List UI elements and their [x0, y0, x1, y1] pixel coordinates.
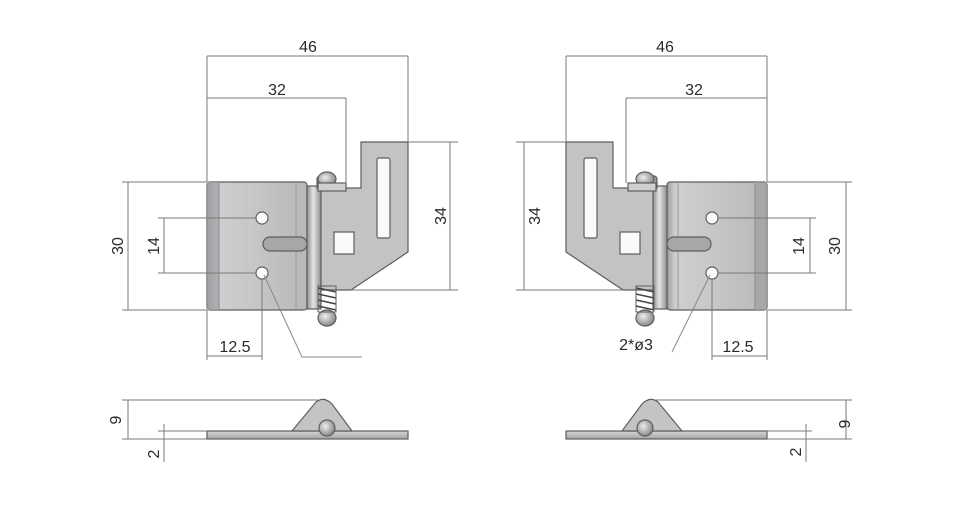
- right-mounting-tab: [565, 141, 655, 291]
- left-dim-34: 34: [433, 207, 450, 225]
- right-dim-30: 30: [827, 237, 844, 255]
- right-side-dim-9: 9: [837, 419, 854, 428]
- left-pin-head-bottom: [317, 309, 337, 327]
- left-square-window: [333, 231, 355, 255]
- left-spring: [317, 287, 337, 311]
- left-dim-14: 14: [146, 237, 163, 255]
- right-side-view: 9 2: [565, 398, 854, 462]
- left-side-flat-plate: [206, 430, 409, 440]
- left-side-pin: [318, 419, 336, 437]
- left-dim-12-5: 12.5: [219, 339, 250, 356]
- right-side-dim-2: 2: [788, 447, 805, 456]
- right-dim-34: 34: [527, 207, 544, 225]
- right-plate-fold: [755, 182, 767, 310]
- left-lever: [262, 236, 308, 252]
- left-side-dim-9: 9: [108, 415, 125, 424]
- left-knuckle: [306, 185, 322, 310]
- right-side-raised-knuckle: [620, 398, 684, 432]
- right-hole-callout: 2*ø3: [619, 337, 653, 354]
- right-dim-32: 32: [685, 82, 703, 99]
- right-lever: [666, 236, 712, 252]
- right-side-dimension-lines: [656, 399, 852, 462]
- left-tab-slot: [376, 157, 391, 239]
- right-side-pin: [636, 419, 654, 437]
- right-side-flat-plate: [565, 430, 768, 440]
- left-dimension-lines: [122, 55, 458, 360]
- right-pin-head-bottom: [635, 309, 655, 327]
- right-knuckle-collar: [627, 182, 657, 192]
- right-dim-14: 14: [791, 237, 808, 255]
- left-spring-body: [317, 285, 337, 313]
- right-hole-bottom: [705, 266, 719, 280]
- left-dim-30: 30: [110, 237, 127, 255]
- left-knuckle-collar: [317, 182, 347, 192]
- right-spring-body: [635, 285, 655, 313]
- left-dim-46: 46: [299, 39, 317, 56]
- right-dim-46: 46: [656, 39, 674, 56]
- left-hole-top: [255, 211, 269, 225]
- left-side-dim-2: 2: [146, 449, 163, 458]
- right-tab-slot: [583, 157, 598, 239]
- left-side-raised-knuckle: [290, 398, 354, 432]
- left-side-view: 9 2: [108, 398, 409, 462]
- left-mounting-tab: [319, 141, 409, 291]
- right-dimension-lines: [516, 55, 852, 360]
- left-side-dimension-lines: [122, 399, 318, 462]
- right-spring: [635, 287, 655, 311]
- right-dim-12-5: 12.5: [722, 339, 753, 356]
- right-knuckle: [652, 185, 668, 310]
- right-hole-top: [705, 211, 719, 225]
- right-square-window: [619, 231, 641, 255]
- left-front-view: 46 32 34 30 14 12.5: [110, 39, 458, 360]
- left-hole-bottom: [255, 266, 269, 280]
- left-dim-32: 32: [268, 82, 286, 99]
- right-front-view: 46 32 34 30 14 12.5 2*ø3: [516, 39, 852, 360]
- left-plate-fold: [207, 182, 219, 310]
